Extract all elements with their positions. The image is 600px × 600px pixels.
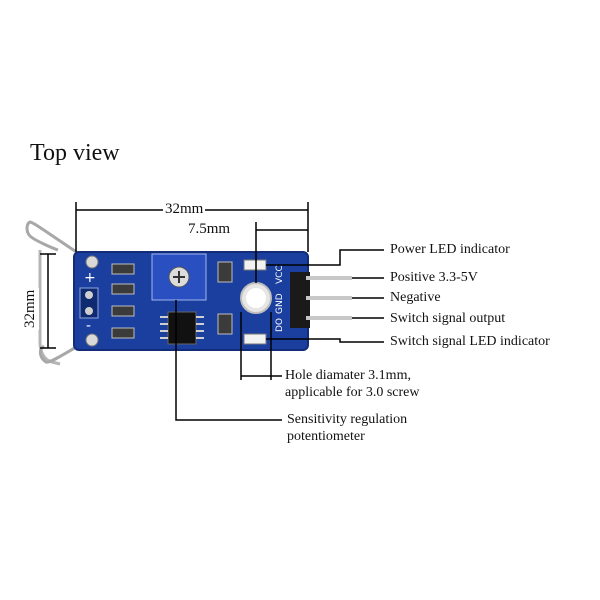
leader-power-led	[266, 249, 384, 266]
comparator-ic	[167, 311, 197, 345]
mounting-hole	[246, 288, 266, 308]
label-pot-line2: potentiometer	[287, 429, 365, 444]
left-pad-2	[85, 307, 93, 315]
label-signal-output: Switch signal output	[390, 311, 506, 326]
power-led	[243, 259, 267, 271]
leader-signal-led	[266, 338, 384, 343]
width-dimension-label: 32mm	[163, 201, 206, 218]
do-mark: DO	[275, 318, 285, 332]
pin-header	[290, 272, 310, 328]
signal-led	[243, 333, 267, 345]
reed-switch-wire	[25, 220, 93, 264]
label-power-led: Power LED indicator	[390, 242, 510, 257]
diagram-title: Top view	[30, 140, 120, 166]
height-dimension-label: 32mm	[22, 287, 39, 330]
vcc-mark: VCC	[275, 265, 285, 284]
smd-resistor-1	[111, 263, 135, 275]
smd-resistor-5	[217, 261, 233, 283]
label-signal-led: Switch signal LED indicator	[390, 334, 550, 349]
minus-mark: -	[86, 318, 91, 334]
smd-resistor-2	[111, 283, 135, 295]
gnd-mark: GND	[275, 293, 285, 314]
mount-pad-bottom	[85, 333, 99, 347]
pin-vcc	[306, 276, 352, 280]
smd-resistor-4	[111, 327, 135, 339]
left-pad-1	[85, 291, 93, 299]
label-hole-line2: applicable for 3.0 screw	[285, 385, 420, 400]
pin-gnd	[306, 296, 352, 300]
smd-resistor-3	[111, 305, 135, 317]
plus-mark: +	[84, 270, 96, 286]
pin-do	[306, 316, 352, 320]
pin-spacing-label: 7.5mm	[186, 221, 233, 238]
reed-switch-wire-bottom	[38, 336, 93, 364]
label-negative: Negative	[390, 290, 441, 305]
label-pot-line1: Sensitivity regulation	[287, 412, 408, 427]
leader-potentiometer	[175, 300, 282, 421]
label-positive: Positive 3.3-5V	[390, 270, 478, 285]
mount-pad-top	[85, 255, 99, 269]
smd-resistor-6	[217, 313, 233, 335]
label-hole-line1: Hole diamater 3.1mm,	[285, 368, 411, 383]
left-pad-block	[79, 287, 99, 319]
